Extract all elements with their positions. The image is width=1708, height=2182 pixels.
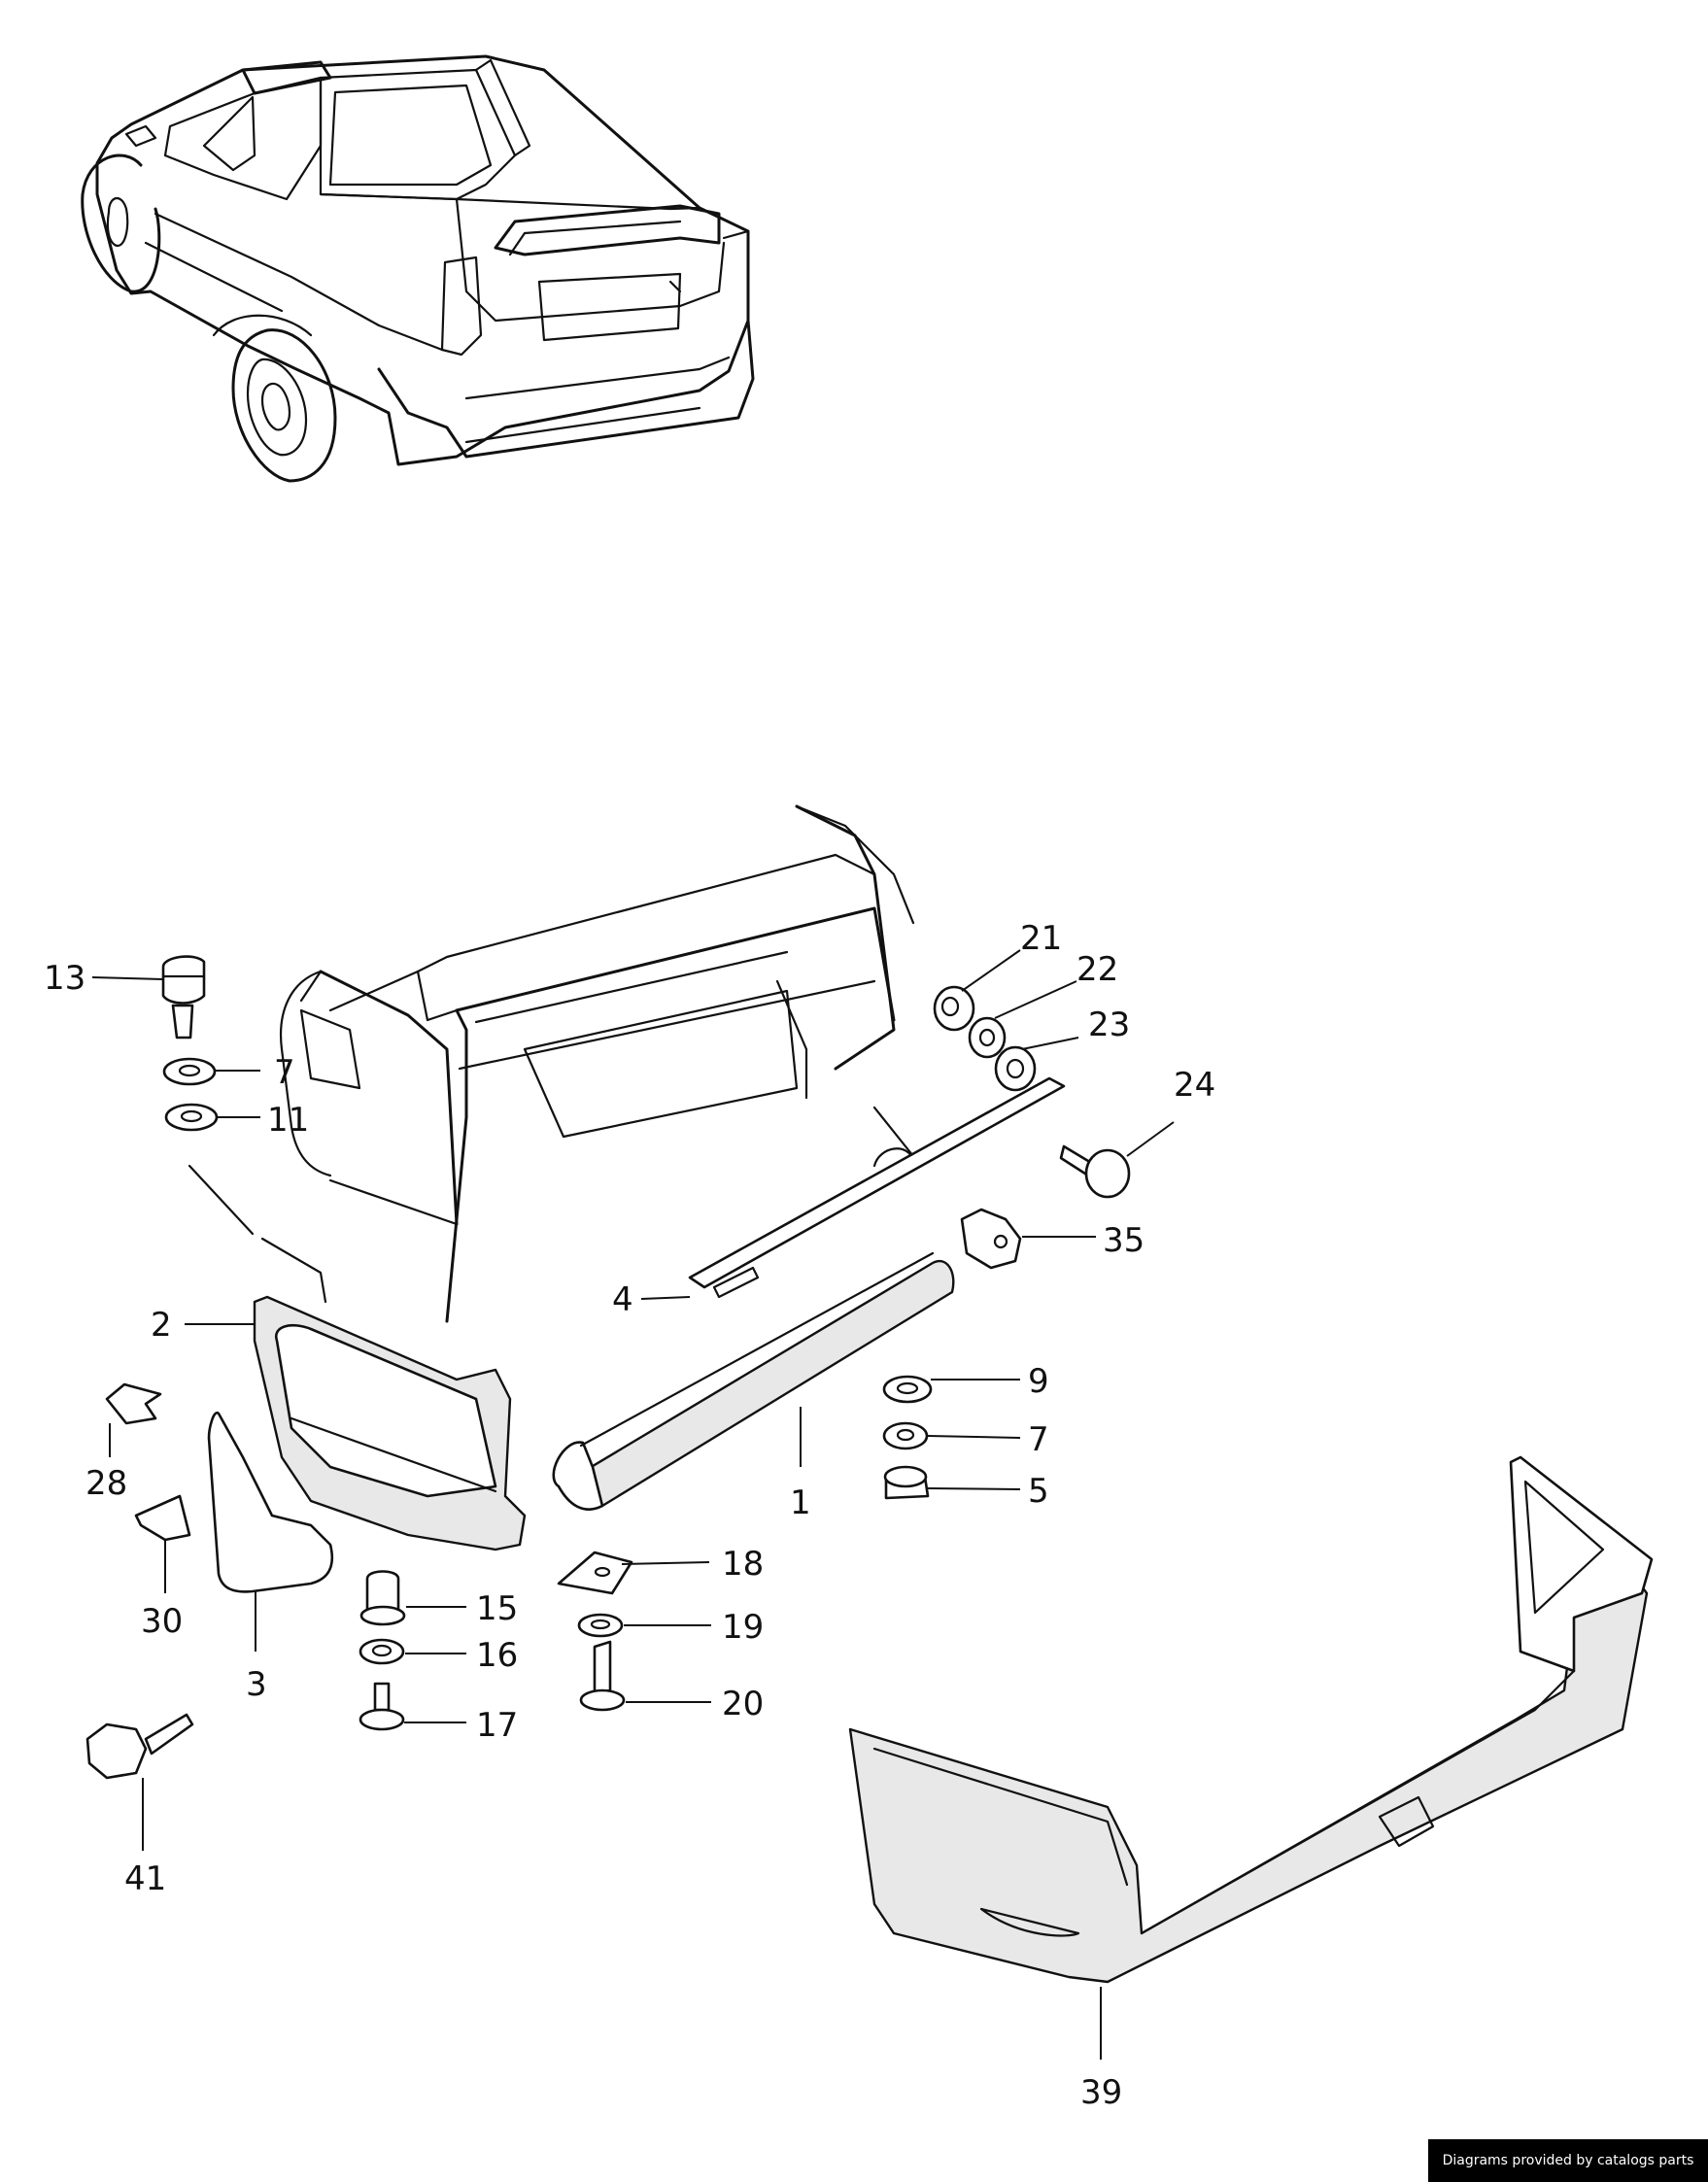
part-35-clip-nut <box>960 1208 1022 1270</box>
part-39-rear-bumper <box>848 1455 1654 1984</box>
part-30-bracket <box>134 1494 191 1542</box>
callout-4: 4 <box>612 1280 633 1319</box>
callout-labels: 13 7 11 2 28 30 3 41 15 16 17 4 18 19 20… <box>44 919 1215 2112</box>
callout-20: 20 <box>722 1685 764 1723</box>
part-13-bolt <box>161 955 206 1040</box>
callout-39: 39 <box>1080 2073 1122 2112</box>
part-9-washer <box>882 1375 933 1404</box>
callout-19: 19 <box>722 1608 764 1647</box>
callout-21: 21 <box>1020 919 1062 958</box>
part-7-lock-washer <box>162 1057 217 1086</box>
part-3-mud-flap <box>207 1411 334 1593</box>
tailgate-body-illustration <box>280 804 915 1323</box>
part-18-clip-plate <box>557 1551 633 1595</box>
part-5-nut <box>883 1465 930 1500</box>
callout-11: 11 <box>267 1101 309 1140</box>
callout-41: 41 <box>124 1859 166 1898</box>
vehicle-overview-illustration <box>81 54 755 483</box>
part-19-washer <box>577 1613 624 1638</box>
part-16-washer <box>359 1638 405 1665</box>
part-21-nut <box>933 985 975 1032</box>
part-20-screw <box>579 1640 626 1712</box>
part-23-washer <box>994 1045 1037 1092</box>
fastener-guide-line <box>188 1164 327 1304</box>
part-2-corner-panel <box>253 1295 527 1551</box>
part-15-nut-insert <box>359 1570 406 1626</box>
callout-24: 24 <box>1174 1066 1215 1105</box>
leader-lines <box>91 949 1175 2060</box>
callout-18: 18 <box>722 1545 764 1584</box>
part-22-lock-washer <box>968 1016 1007 1059</box>
footer-credit: Diagrams provided by catalogs parts <box>1428 2139 1708 2182</box>
part-24-bolt <box>1059 1144 1131 1199</box>
callout-9: 9 <box>1028 1362 1049 1401</box>
callout-15: 15 <box>476 1589 518 1628</box>
part-41-expansion-rivet <box>85 1713 194 1780</box>
part-17-bolt <box>359 1682 405 1731</box>
part-28-clip <box>105 1382 162 1425</box>
part-7b-lock-washer <box>882 1421 929 1450</box>
part-11-washer <box>164 1103 219 1132</box>
callout-13: 13 <box>44 959 85 998</box>
callout-35: 35 <box>1103 1221 1144 1260</box>
callout-7b: 7 <box>1028 1420 1049 1459</box>
callout-28: 28 <box>85 1464 127 1503</box>
callout-16: 16 <box>476 1636 518 1675</box>
callout-2: 2 <box>151 1306 172 1345</box>
part-1-rear-moulding <box>552 1251 955 1511</box>
callout-22: 22 <box>1076 950 1118 989</box>
callout-17: 17 <box>476 1706 518 1745</box>
callout-5: 5 <box>1028 1472 1049 1511</box>
callout-3: 3 <box>246 1665 267 1704</box>
callout-23: 23 <box>1088 1006 1130 1044</box>
callout-7: 7 <box>274 1053 295 1092</box>
callout-1: 1 <box>790 1483 811 1522</box>
part-4-trim-strip <box>688 1076 1066 1299</box>
callout-30: 30 <box>141 1602 183 1641</box>
